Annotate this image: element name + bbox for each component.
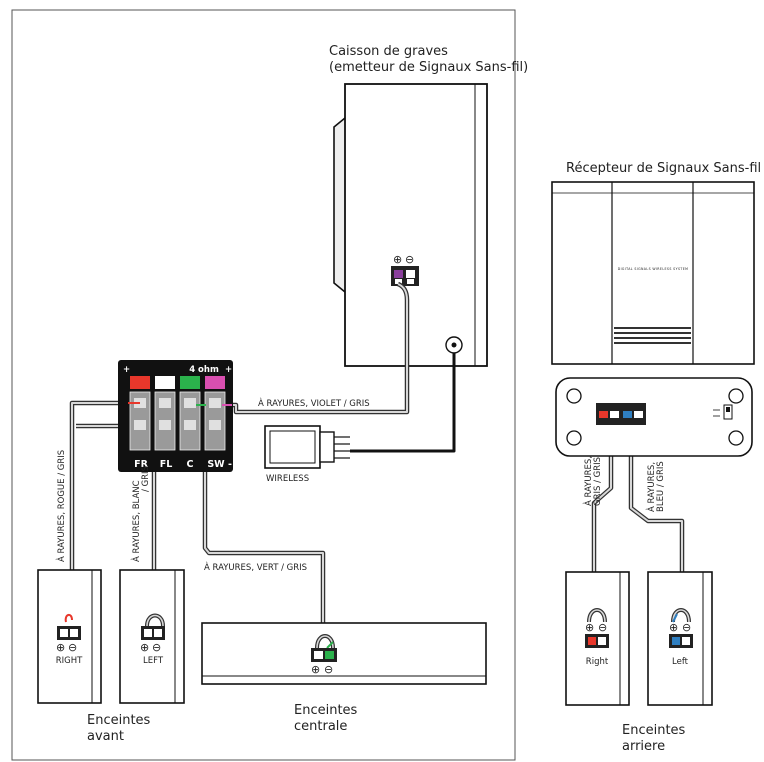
terminal-sw-tab bbox=[205, 376, 225, 389]
subwoofer-subtitle: (emetteur de Signaux Sans-fil) bbox=[329, 60, 528, 75]
terminal-block: 4 ohm + + FR FL C bbox=[118, 360, 233, 472]
svg-text:⊖: ⊖ bbox=[405, 253, 414, 266]
terminal-block-impedance: 4 ohm bbox=[189, 365, 219, 375]
rear-left-speaker: ⊕ ⊖ Left bbox=[647, 571, 713, 706]
svg-text:⊕: ⊕ bbox=[140, 641, 149, 654]
rear-left-speaker-label: Left bbox=[672, 657, 689, 667]
wire-label-rear-right-1: À RAYURES, bbox=[582, 456, 594, 506]
svg-text:⊖: ⊖ bbox=[682, 621, 691, 634]
wireless-module: WIRELESS bbox=[264, 425, 350, 484]
cable-wireless-antenna bbox=[350, 353, 456, 453]
wire-label-front-left-1: À RAYURES, BLANC bbox=[130, 480, 142, 562]
receiver-panel-text: DIGITAL SIGNALS WIRELESS SYSTEM bbox=[618, 267, 689, 271]
wire-label-front-left-2: / GRIS bbox=[141, 466, 151, 492]
svg-text:⊖: ⊖ bbox=[324, 663, 333, 676]
terminal-c-tab bbox=[180, 376, 200, 389]
subwoofer-side-panel bbox=[333, 117, 346, 293]
rear-group-label-1: Enceintes bbox=[622, 723, 686, 738]
wire-label-center: À RAYURES, VERT / GRIS bbox=[204, 561, 307, 573]
rear-right-speaker: ⊕ ⊖ Right bbox=[565, 571, 630, 706]
subwoofer-terminal: ⊕ ⊖ bbox=[391, 253, 419, 286]
receiver-title: Récepteur de Signaux Sans-fil bbox=[566, 161, 761, 176]
front-group-label-2: avant bbox=[87, 729, 124, 744]
svg-text:⊖: ⊖ bbox=[68, 641, 77, 654]
receiver-unit: DIGITAL SIGNALS WIRELESS SYSTEM bbox=[551, 181, 755, 365]
svg-text:⊖: ⊖ bbox=[598, 621, 607, 634]
svg-text:-: - bbox=[228, 459, 232, 470]
svg-text:⊕: ⊕ bbox=[669, 621, 678, 634]
front-right-speaker: ⊕ ⊖ RIGHT bbox=[37, 569, 102, 704]
wireless-module-label: WIRELESS bbox=[266, 474, 309, 484]
front-right-speaker-label: RIGHT bbox=[56, 656, 83, 666]
front-left-speaker-label: LEFT bbox=[143, 656, 164, 666]
subwoofer: Caisson de graves (emetteur de Signaux S… bbox=[329, 44, 528, 367]
wire-label-subwoofer: À RAYURES, VIOLET / GRIS bbox=[258, 397, 370, 409]
wire-label-rear-left-2: BLEU / GRIS bbox=[656, 461, 666, 512]
terminal-fr-tab bbox=[130, 376, 150, 389]
svg-text:⊕: ⊕ bbox=[585, 621, 594, 634]
receiver-back-panel bbox=[555, 377, 753, 457]
center-group-label-1: Enceintes bbox=[294, 703, 358, 718]
center-group-label-2: centrale bbox=[294, 719, 347, 734]
terminal-fl-label: FL bbox=[160, 459, 173, 470]
rear-right-speaker-label: Right bbox=[586, 657, 609, 667]
svg-text:+: + bbox=[225, 365, 232, 375]
wire-label-front-right: À RAYURES, ROGUE / GRIS bbox=[55, 450, 67, 562]
center-speaker: ⊕ ⊖ bbox=[201, 622, 487, 685]
front-group-label-1: Enceintes bbox=[87, 713, 151, 728]
svg-text:+: + bbox=[123, 365, 130, 375]
terminal-fr-label: FR bbox=[134, 459, 148, 470]
terminal-c-label: C bbox=[187, 459, 194, 470]
subwoofer-title: Caisson de graves bbox=[329, 44, 448, 59]
main-frame bbox=[11, 9, 516, 761]
svg-text:⊖: ⊖ bbox=[152, 641, 161, 654]
terminal-fl-tab bbox=[155, 376, 175, 389]
rear-group-label-2: arriere bbox=[622, 739, 665, 754]
wire-label-rear-left-1: À RAYURES, bbox=[645, 462, 657, 512]
terminal-sw-label: SW bbox=[207, 459, 225, 470]
svg-text:⊕: ⊕ bbox=[56, 641, 65, 654]
wire-label-rear-right-2: GRIS / GRIS bbox=[593, 457, 603, 506]
subwoofer-cabinet bbox=[344, 83, 488, 367]
svg-text:⊕: ⊕ bbox=[311, 663, 320, 676]
front-left-speaker: ⊕ ⊖ LEFT bbox=[119, 569, 185, 704]
svg-text:⊕: ⊕ bbox=[393, 253, 402, 266]
